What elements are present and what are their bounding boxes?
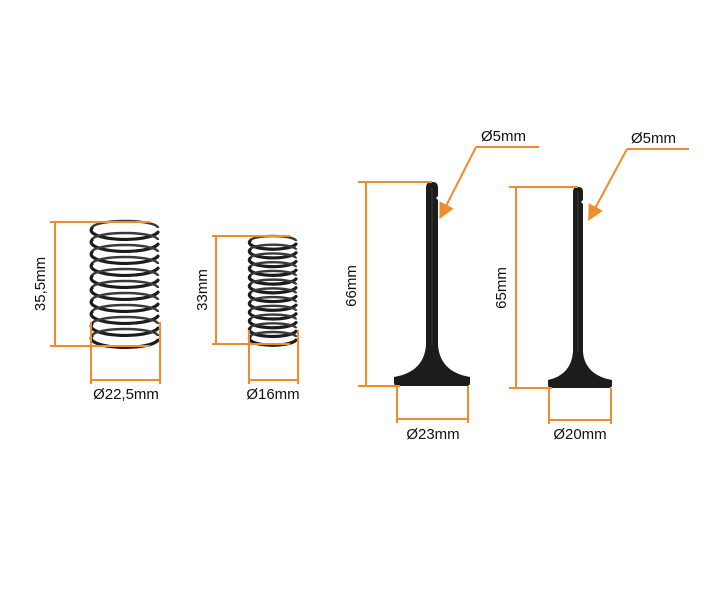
spring-coil-back — [90, 279, 160, 289]
small-spring-diameter-label: Ø16mm — [246, 386, 299, 403]
exhaust-valve-length-label: 65mm — [493, 267, 510, 309]
spring-coil-back — [90, 315, 160, 325]
spring-coil-back — [248, 269, 298, 277]
spring-coil-back — [90, 231, 160, 241]
small-spring-height-label: 33mm — [194, 269, 211, 311]
exhaust-valve-head-label: Ø20mm — [553, 426, 606, 443]
intake-valve-head-dimension: Ø23mm — [396, 386, 469, 443]
spring-coil-back — [248, 243, 298, 251]
spring-coil-back — [248, 322, 298, 329]
spring-coil-back — [90, 291, 160, 301]
spring-coil-back — [248, 313, 298, 320]
spring-coil-back — [248, 287, 298, 294]
large-spring-diameter-dimension: Ø22,5mm — [90, 322, 161, 403]
spring-coil-back — [90, 243, 160, 253]
small-spring-height-dimension: 33mm — [194, 235, 290, 345]
spring-coil-back — [248, 252, 298, 259]
large-spring — [89, 219, 160, 350]
small-spring-diameter-dimension: Ø16mm — [246, 330, 300, 403]
spring-coil-back — [248, 330, 298, 338]
intake-valve — [394, 182, 470, 386]
large-spring-height-label: 35,5mm — [32, 257, 49, 311]
spring-coil-back — [248, 295, 298, 303]
exhaust-valve-length-dimension: 65mm — [493, 186, 578, 389]
spring-coil-back — [248, 304, 298, 312]
exhaust-valve — [548, 187, 612, 388]
intake-valve-length-dimension: 66mm — [343, 181, 432, 387]
exhaust-valve-stem-label: Ø5mm — [631, 130, 676, 147]
intake-valve-head-label: Ø23mm — [406, 426, 459, 443]
exhaust-valve-head-dimension: Ø20mm — [548, 388, 612, 443]
spring-coil-back — [248, 278, 298, 286]
spring-coil-back — [90, 327, 160, 337]
large-spring-diameter-label: Ø22,5mm — [93, 386, 159, 403]
intake-valve-stem-callout: Ø5mm — [439, 128, 539, 220]
spring-coil-back — [90, 255, 160, 265]
large-spring-height-dimension: 35,5mm — [32, 221, 150, 347]
small-spring — [247, 234, 298, 347]
exhaust-valve-stem-callout: Ø5mm — [588, 130, 689, 222]
intake-valve-length-label: 66mm — [343, 265, 360, 307]
spring-coil-back — [248, 260, 298, 268]
spring-coil-back — [90, 267, 160, 277]
spring-coil-back — [90, 303, 160, 313]
intake-valve-stem-label: Ø5mm — [481, 128, 526, 145]
